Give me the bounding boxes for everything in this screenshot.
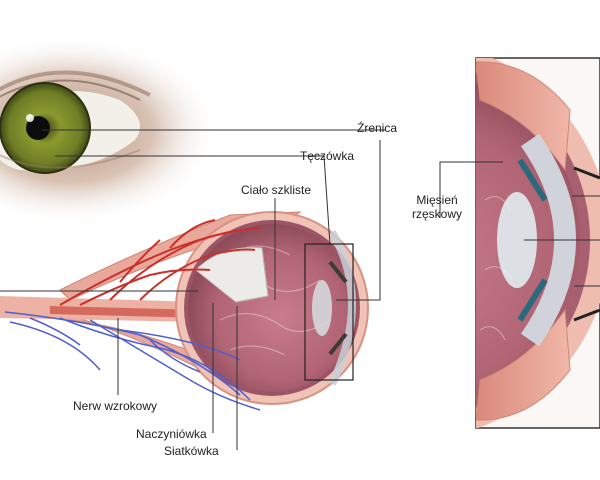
label-choroid: Naczyniówka [136, 427, 207, 441]
label-optic-nerve: Nerw wzrokowy [73, 399, 158, 413]
pupil-photo [26, 116, 50, 140]
arteries [59, 219, 261, 306]
label-ciliary-muscle: Mięsień rzęskowy [411, 193, 462, 221]
cornea [328, 229, 356, 386]
panel-pointer-tips [573, 166, 600, 322]
iris-section [328, 260, 348, 356]
label-iris: Tęczówka [300, 149, 355, 163]
label-vitreous-body: Ciało szkliste [241, 183, 312, 197]
lens [312, 280, 332, 336]
eye-cross-section [0, 211, 369, 411]
label-pupil: Źrenica [357, 121, 398, 135]
veins [4, 311, 261, 411]
leader-lines [0, 129, 600, 450]
label-retina: Siatkówka [164, 444, 219, 458]
detail-frame [304, 243, 354, 381]
